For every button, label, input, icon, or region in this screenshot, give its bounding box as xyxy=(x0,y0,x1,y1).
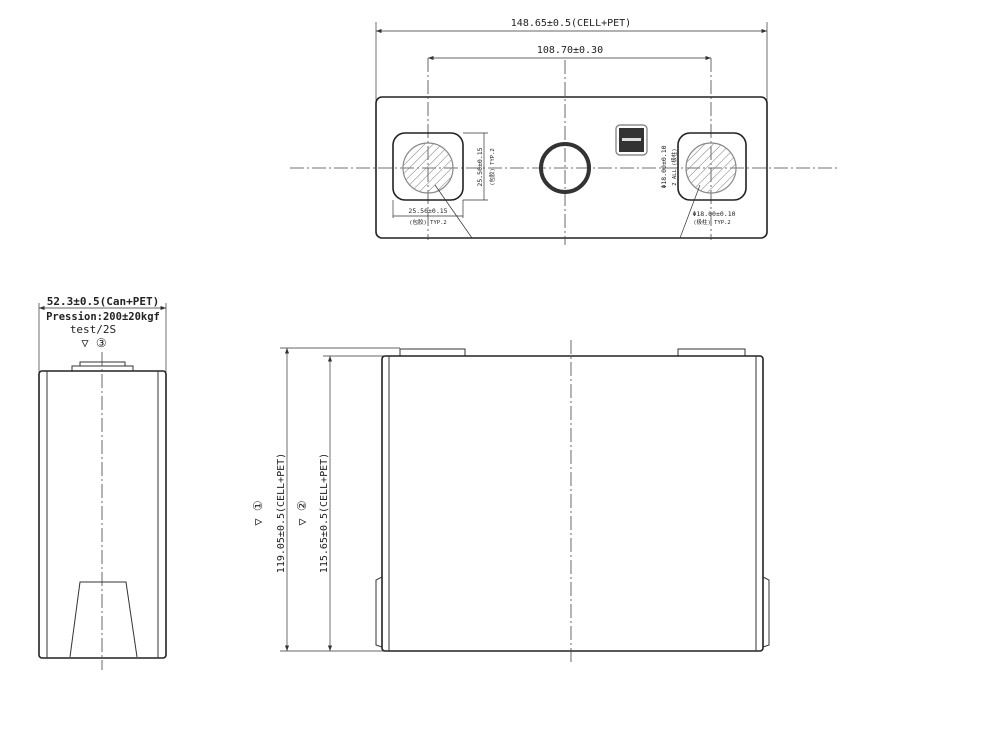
pos-pole-diameter-bottom-note: (极柱) TYP.2 xyxy=(693,218,731,226)
side-view: 52.3±0.5(Can+PET) Pression:200±20kgf tes… xyxy=(38,295,167,670)
negative-terminal xyxy=(392,132,464,201)
top-view: 148.65±0.5(CELL+PET) 108.70±0.30 25.50±0… xyxy=(290,18,840,245)
neg-terminal-height-note: (包胶) TYP.2 xyxy=(488,148,496,186)
test-label: test/2S xyxy=(70,323,116,336)
positive-terminal xyxy=(677,132,747,201)
neg-terminal-width-note: (包胶) TYP.2 xyxy=(409,218,447,226)
cell-front-outline xyxy=(381,355,764,652)
front-positive-terminal xyxy=(677,348,746,357)
cell-side-outline xyxy=(38,370,167,659)
front-negative-terminal xyxy=(399,348,466,357)
thickness-label: 52.3±0.5(Can+PET) xyxy=(47,295,160,308)
body-height-marker: ▽ ② xyxy=(295,500,309,525)
total-height-label: 119.05±0.5(CELL+PET) xyxy=(276,453,287,573)
front-view: 119.05±0.5(CELL+PET) 115.65±0.5(CELL+PET… xyxy=(251,340,770,665)
side-marker: ▽ ③ xyxy=(81,336,106,350)
cell-top-outline xyxy=(375,96,768,239)
overall-width-label: 148.65±0.5(CELL+PET) xyxy=(511,18,631,29)
pression-label: Pression:200±20kgf xyxy=(46,311,160,323)
body-height-label: 115.65±0.5(CELL+PET) xyxy=(319,453,330,573)
neg-terminal-height-label: 25.50±0.15 xyxy=(476,147,484,186)
safety-vent xyxy=(539,142,591,194)
pos-pole-diameter-bottom-label: Φ18.00±0.10 xyxy=(692,210,735,218)
pos-pole-diameter-note: 2 ALL (极柱) xyxy=(670,148,678,186)
pos-pole-diameter-label: Φ18.00±0.10 xyxy=(660,145,668,188)
neg-terminal-width-label: 25.50±0.15 xyxy=(408,207,447,215)
terminal-pitch-label: 108.70±0.30 xyxy=(537,45,603,56)
total-height-marker: ▽ ① xyxy=(251,500,265,525)
